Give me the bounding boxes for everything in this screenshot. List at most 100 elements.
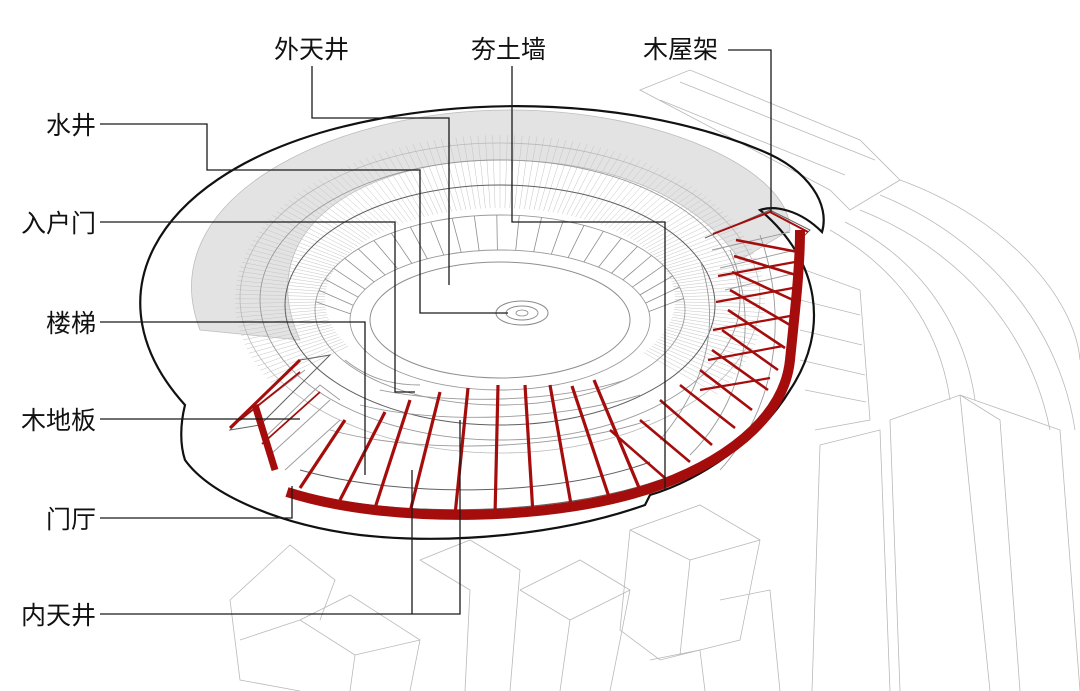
roof-tile-line — [235, 293, 326, 298]
roof-tile-line — [477, 135, 486, 209]
floor-plate — [699, 376, 771, 392]
roof-tile-line — [642, 203, 716, 247]
roof-tile-line — [239, 316, 329, 332]
radial-wall — [721, 328, 779, 372]
radial-wall — [679, 383, 736, 430]
roof-tile-line — [653, 343, 734, 379]
roof-tile-line — [584, 155, 628, 220]
gallery-post — [344, 257, 375, 283]
roof-tile-line — [240, 266, 329, 282]
roof-tile-line — [600, 165, 653, 225]
roof-tile-line — [657, 227, 739, 260]
gallery-post — [373, 240, 399, 270]
radial-wall — [338, 411, 387, 501]
roof-tile-line — [250, 244, 336, 270]
roof-tile-line — [313, 182, 377, 235]
radial-wall — [493, 384, 500, 517]
label-timber-roof-frame: 木屋架 — [643, 35, 718, 64]
roof-tile-line — [674, 298, 766, 300]
roof-tile-line — [670, 319, 759, 336]
roof-tile-line — [433, 140, 457, 211]
roof-tile-line — [266, 343, 347, 379]
gallery-post — [358, 248, 386, 276]
gallery-post — [533, 217, 542, 252]
roof-tile-line — [307, 186, 374, 237]
roof-tile-line — [671, 266, 760, 282]
roof-tile-line — [335, 170, 392, 229]
roof-tile-line — [650, 215, 728, 254]
roof-tile-line — [538, 139, 559, 211]
roof-tile-line — [674, 289, 765, 295]
roof-tile-line — [234, 298, 326, 300]
leader-unit-entrance-door — [100, 221, 415, 393]
radial-wall — [727, 308, 786, 350]
roof-tile-line — [235, 304, 326, 309]
roof-tile-line — [441, 139, 462, 211]
roof-tile-line — [579, 153, 622, 219]
leader-outer-courtyard — [311, 66, 450, 285]
roof-tile-line — [608, 170, 665, 229]
roof-tile-line — [646, 350, 722, 391]
roof-tile-line — [673, 280, 764, 290]
radial-wall — [298, 419, 347, 489]
roof-tile-line — [235, 306, 326, 313]
label-timber-floor: 木地板 — [21, 406, 96, 435]
roof-tile-line — [639, 199, 712, 245]
gallery-post — [315, 301, 351, 315]
roof-tile-line — [656, 341, 737, 375]
roof-tile-line — [249, 329, 335, 354]
roof-tile-line — [448, 138, 467, 210]
roof-tile-line — [561, 145, 595, 215]
roof-tile-line — [519, 135, 530, 209]
roof-tile-line — [674, 301, 765, 304]
roof-tile-line — [412, 144, 443, 214]
radial-wall — [609, 429, 666, 479]
roof-tile-line — [668, 324, 756, 345]
roof-tile-line — [246, 326, 333, 350]
roof-tile-line — [643, 352, 718, 395]
gallery-post — [598, 238, 622, 268]
gallery-post — [473, 215, 480, 251]
gallery-post — [648, 298, 684, 312]
roof-tile-line — [341, 167, 396, 227]
roof-tile-line — [652, 219, 732, 256]
roof-tile-line — [455, 137, 472, 210]
roof-tile-line — [419, 142, 448, 213]
radial-wall — [570, 385, 612, 501]
roof-tile-line — [238, 271, 328, 285]
roof-tile-line — [504, 135, 508, 209]
leader-entrance-hall — [100, 486, 293, 519]
roof-tile-line — [644, 207, 720, 249]
roof-tile-line — [255, 235, 339, 265]
roof-tile-line — [235, 289, 326, 295]
roof-tile-line — [528, 137, 545, 210]
gallery-post — [622, 255, 652, 281]
roof-tile-line — [612, 173, 671, 230]
building-outline — [139, 105, 825, 540]
roof-tile-line — [268, 219, 348, 256]
roof-tile-line — [385, 151, 425, 218]
roof-tile-line — [588, 157, 635, 221]
label-entrance-hall: 门厅 — [46, 505, 96, 534]
roof-tile-line — [575, 151, 615, 218]
gallery-post — [550, 220, 564, 255]
label-water-well: 水井 — [46, 111, 96, 140]
roof-tile-line — [261, 227, 343, 260]
leader-rammed-earth-wall — [511, 66, 666, 490]
gallery-post — [515, 215, 520, 251]
roof-tile-line — [252, 240, 337, 267]
roof-tile-line — [543, 140, 567, 211]
roof-tile-line — [669, 257, 757, 277]
gallery-post — [324, 278, 359, 298]
roof-tile-line — [353, 162, 404, 224]
label-unit-entrance-door: 入户门 — [21, 209, 96, 238]
section-cut-walls — [228, 210, 809, 520]
gallery-post — [567, 225, 585, 258]
roof-tile-line — [236, 284, 326, 292]
gallery-post — [409, 226, 428, 259]
radial-wall — [699, 368, 753, 412]
radial-wall — [408, 391, 442, 513]
section-cut-floors — [239, 260, 796, 445]
roof-tile-line — [604, 167, 659, 227]
